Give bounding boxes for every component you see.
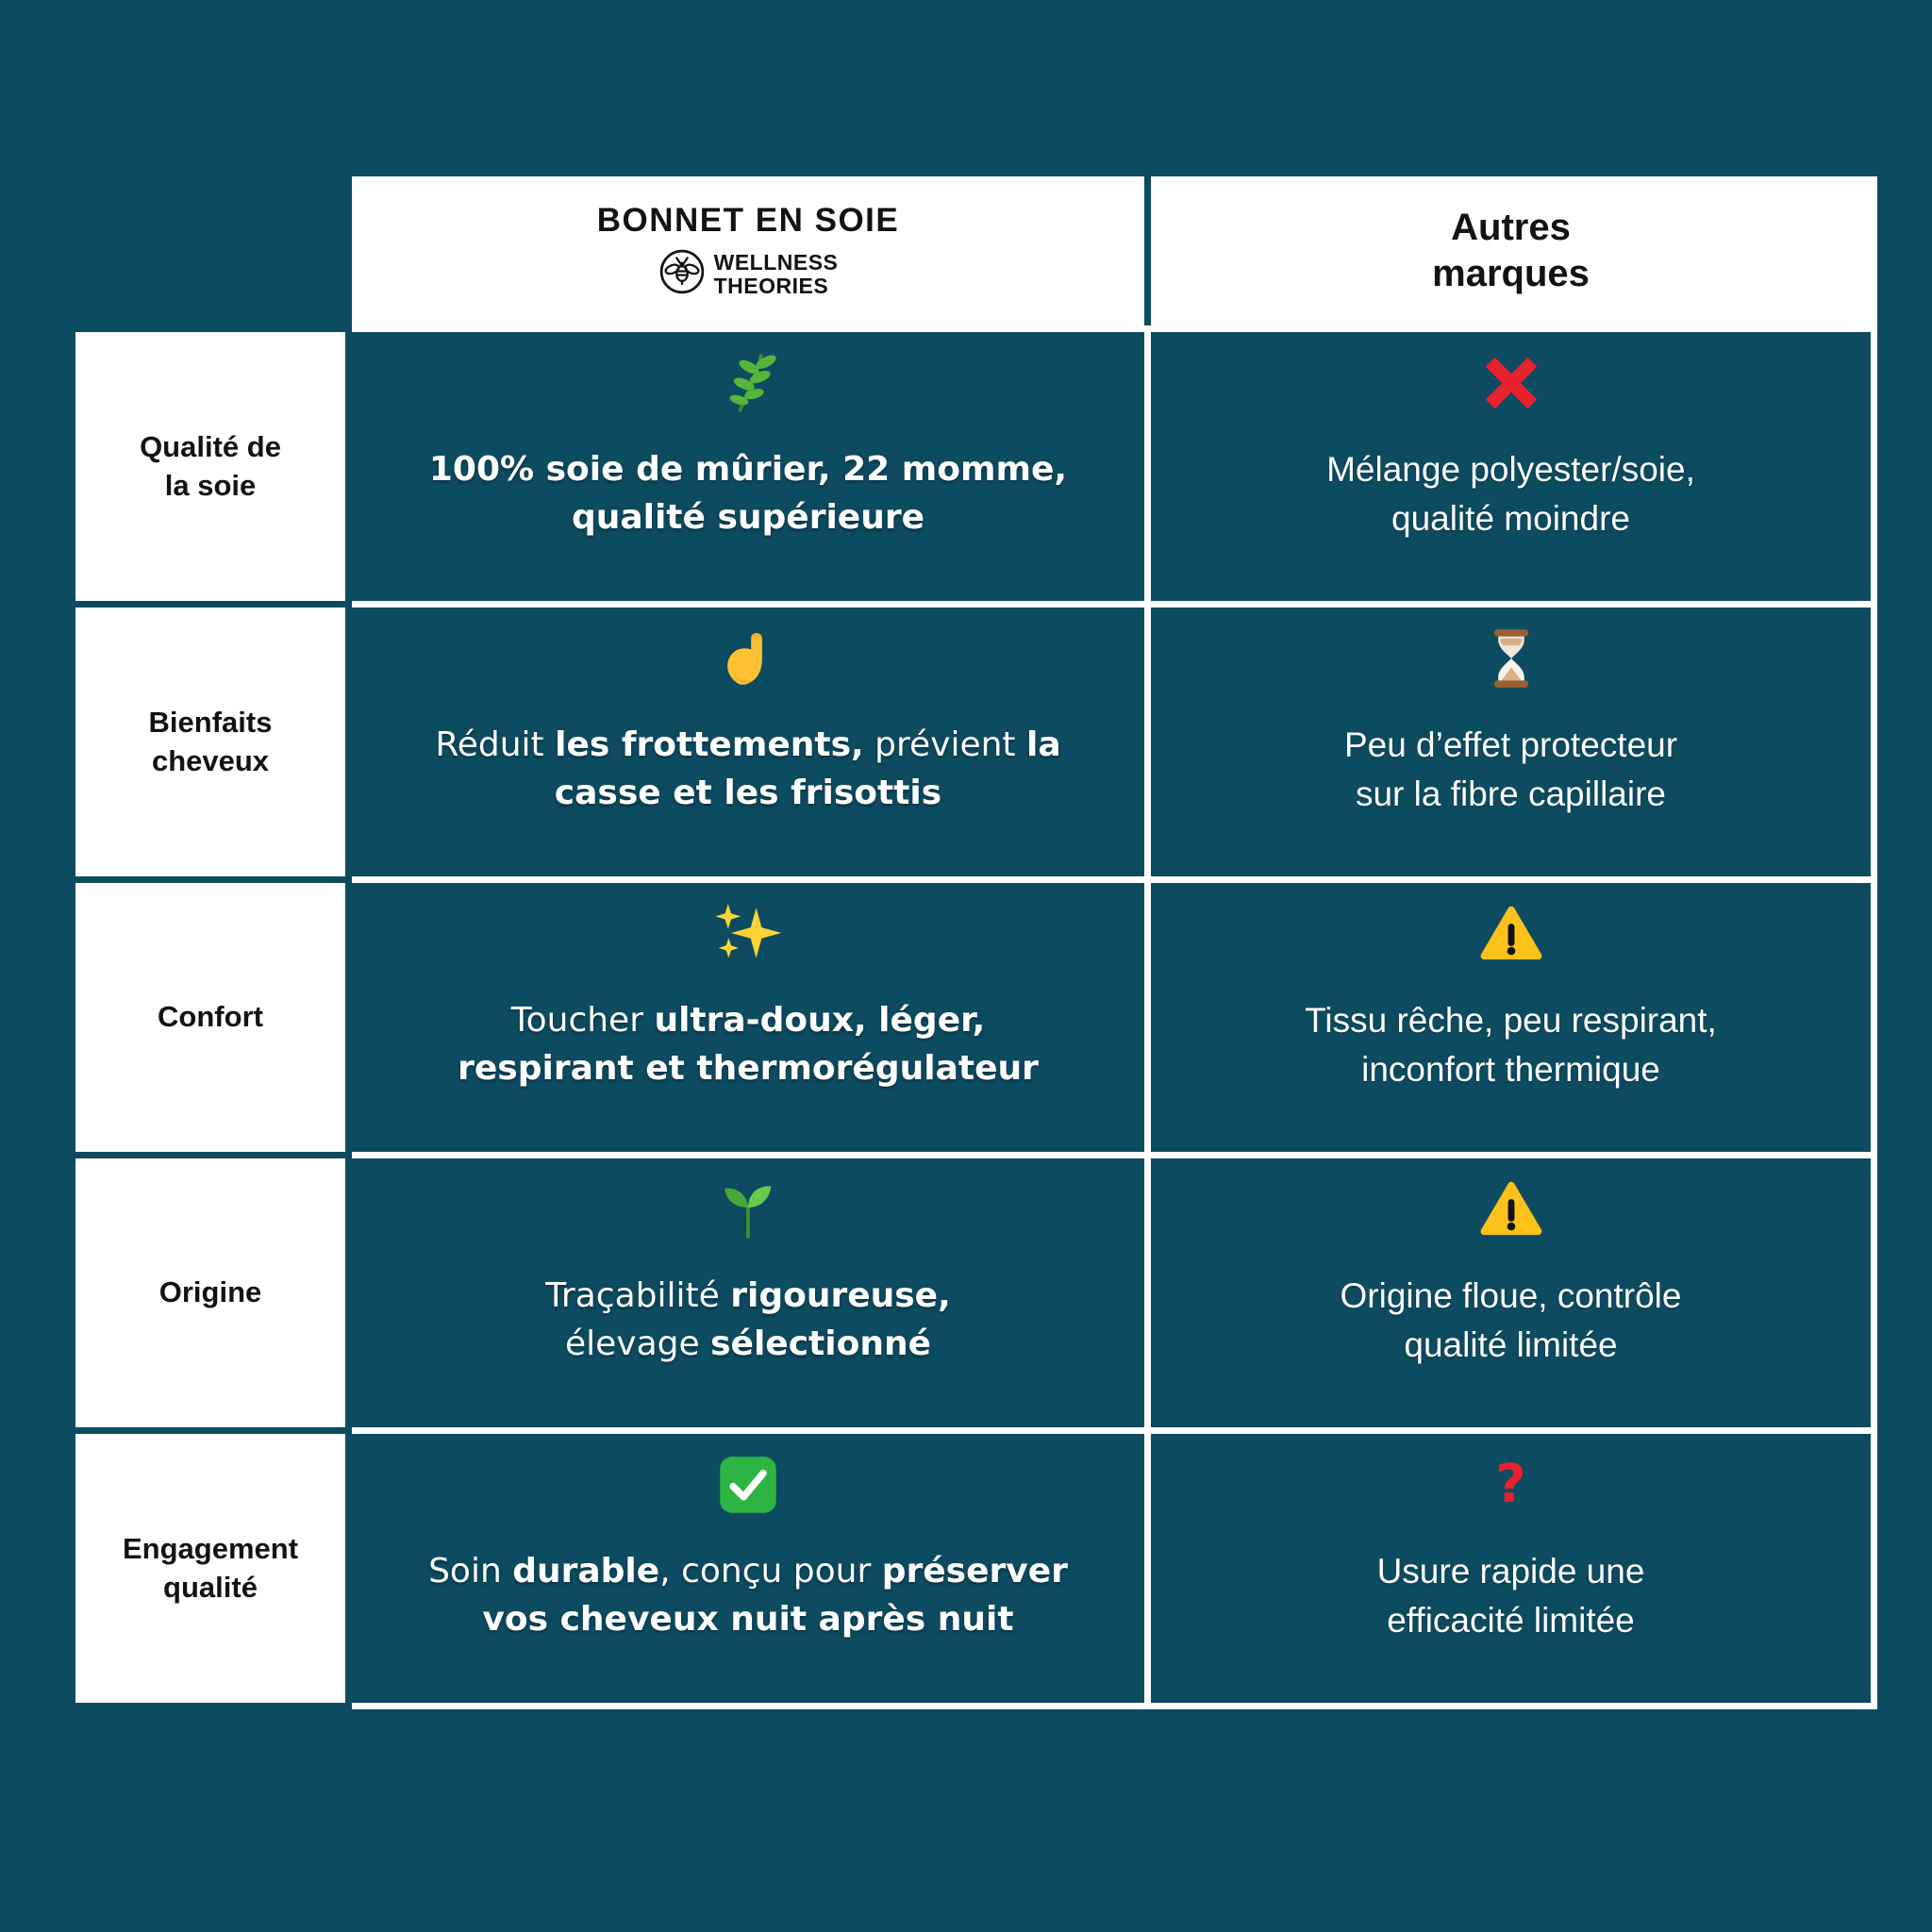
brand-cell-text-row-3: Toucher ultra-doux, léger,respirant et t… [458, 1001, 1039, 1088]
header-brand-column: BONNET EN SOIE WELLNESS [352, 176, 1144, 325]
brand-cell-text-row-1: 100% soie de mûrier, 22 momme,qualité su… [428, 450, 1068, 537]
brand-logo-line1: WELLNESS [713, 249, 839, 275]
brand-column-title: BONNET EN SOIE [596, 202, 900, 239]
flexed-biceps-icon [716, 626, 780, 691]
seedling-icon [716, 1177, 780, 1241]
brand-logo-wordmark: WELLNESS THEORIES [714, 251, 839, 297]
row-label-4: Origine [75, 1158, 345, 1427]
row-label-3: Confort [75, 883, 345, 1152]
brand-cell-row-3: Toucher ultra-doux, léger,respirant et t… [352, 883, 1144, 1152]
brand-cell-text-row-4: Traçabilité rigoureuse,élevage sélection… [545, 1276, 951, 1363]
brand-logo-line2: THEORIES [713, 273, 829, 298]
herb-icon [716, 351, 780, 415]
others-cell-text-row-1: Mélange polyester/soie,qualité moindre [1326, 450, 1695, 538]
bee-logo-icon [658, 248, 706, 300]
brand-cell-row-4: Traçabilité rigoureuse,élevage sélection… [352, 1158, 1144, 1427]
others-cell-text-row-3: Tissu rêche, peu respirant,inconfort the… [1305, 1001, 1717, 1089]
warning-icon [1479, 902, 1543, 966]
brand-cell-row-1: 100% soie de mûrier, 22 momme,qualité su… [352, 332, 1144, 601]
red-question-mark-icon: ? [1495, 1454, 1526, 1515]
comparison-table: BONNET EN SOIE WELLNESS [75, 176, 1877, 1709]
hourglass-icon [1479, 626, 1543, 691]
sparkles-icon [715, 902, 782, 966]
warning-icon [1479, 1177, 1543, 1241]
others-cell-row-1: Mélange polyester/soie,qualité moindre [1151, 332, 1871, 601]
brand-logo: WELLNESS THEORIES [658, 248, 839, 300]
check-mark-button-icon [716, 1453, 780, 1517]
cross-mark-icon [1479, 351, 1543, 415]
others-cell-row-3: Tissu rêche, peu respirant,inconfort the… [1151, 883, 1871, 1152]
